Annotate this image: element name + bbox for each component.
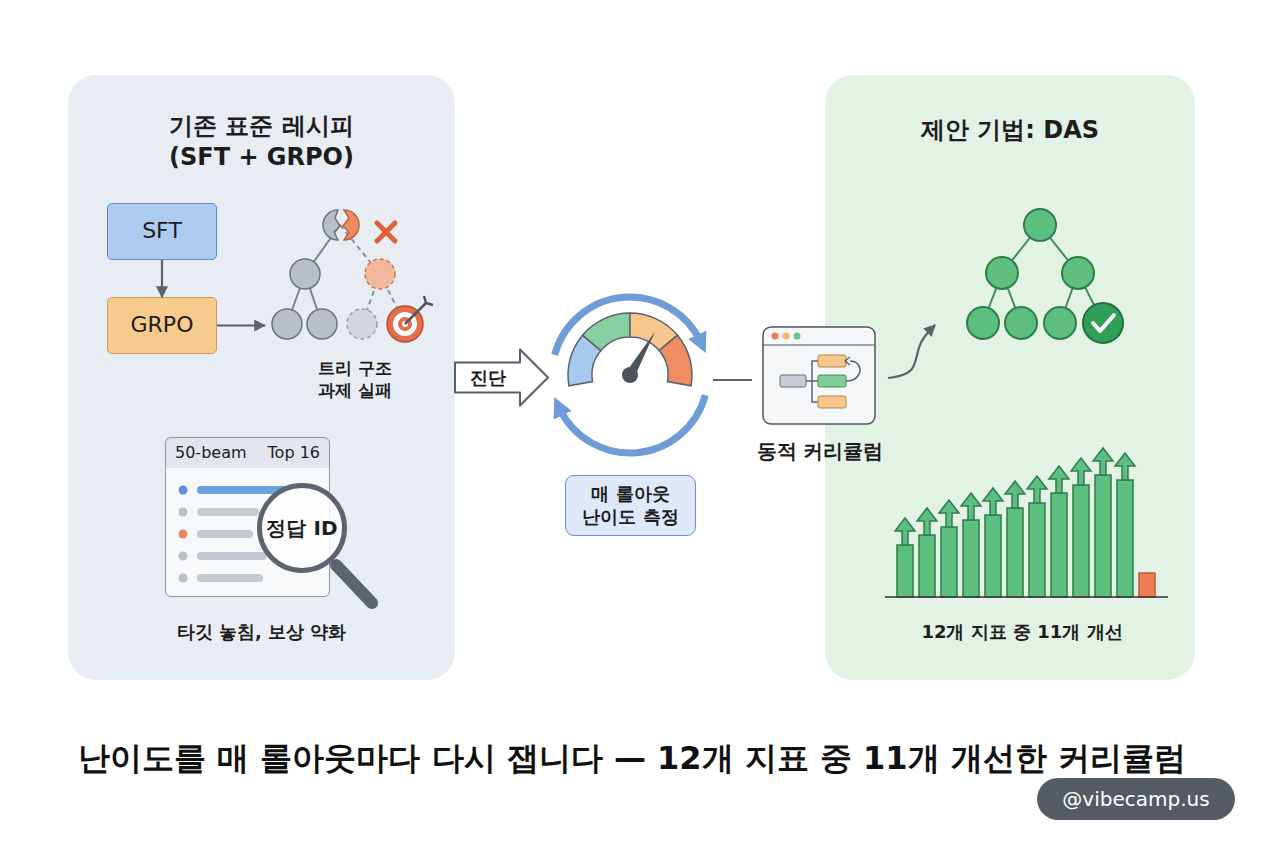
gauge-segment [583,313,630,351]
measure-box: 매 롤아웃 난이도 측정 [565,475,696,536]
cycle-arrow [555,297,701,355]
lens-label: 정답 ID [262,488,342,568]
panel: 제안 기법: DAS 12개 지표 중 11개 개선 [825,75,1195,680]
result-group: 12개 지표 중 11개 개선 [935,205,1175,655]
panel-heading: 기존 표준 레시피 (SFT + GRPO) [138,111,385,173]
process-box: SFT [107,203,217,260]
gauge-segment [659,335,692,386]
window-dot [772,333,779,340]
flow-block [780,375,806,387]
window-header: Top 16 [268,443,320,464]
flow-line [806,361,818,402]
window-dot [783,333,790,340]
connector [455,350,548,406]
watermark: @vibecamp.us [1037,778,1235,820]
box-label: SFT [108,204,216,259]
gauge-group: 매 롤아웃 난이도 측정 [548,290,713,545]
result-caption: 12개 지표 중 11개 개선 [897,620,1147,643]
note: 타깃 놓침, 보상 약화 [68,620,455,643]
cycle-arrow [559,395,705,453]
window-header: 50-beam [175,443,247,464]
window-dot [794,333,801,340]
process-box: GRPO [107,297,217,354]
connector [713,379,752,381]
panel: 기존 표준 레시피 (SFT + GRPO) SFT GRPO 트리 구조 과제 실패… [68,75,455,680]
curriculum-group: 동적 커리큘럼 [752,322,888,467]
magnifier-lens: 정답 ID [257,483,347,573]
curriculum-label: 동적 커리큘럼 [752,438,888,464]
panel-heading: 제안 기법: DAS [825,115,1195,146]
illustration-caption: 트리 구조 과제 실패 [305,357,405,401]
gauge-hub [622,367,638,383]
edge-label: 진단 [470,366,506,389]
gauge-needle [626,332,655,378]
illustration-group: 트리 구조 과제 실패 [265,205,445,405]
difficulty-gauge [555,297,706,453]
gauge-segment [630,313,677,351]
box-label: GRPO [108,298,216,353]
gauge-segment [568,335,601,386]
caption: 난이도를 매 롤아웃마다 다시 잽니다 — 12개 지표 중 11개 개선한 커… [0,738,1264,780]
